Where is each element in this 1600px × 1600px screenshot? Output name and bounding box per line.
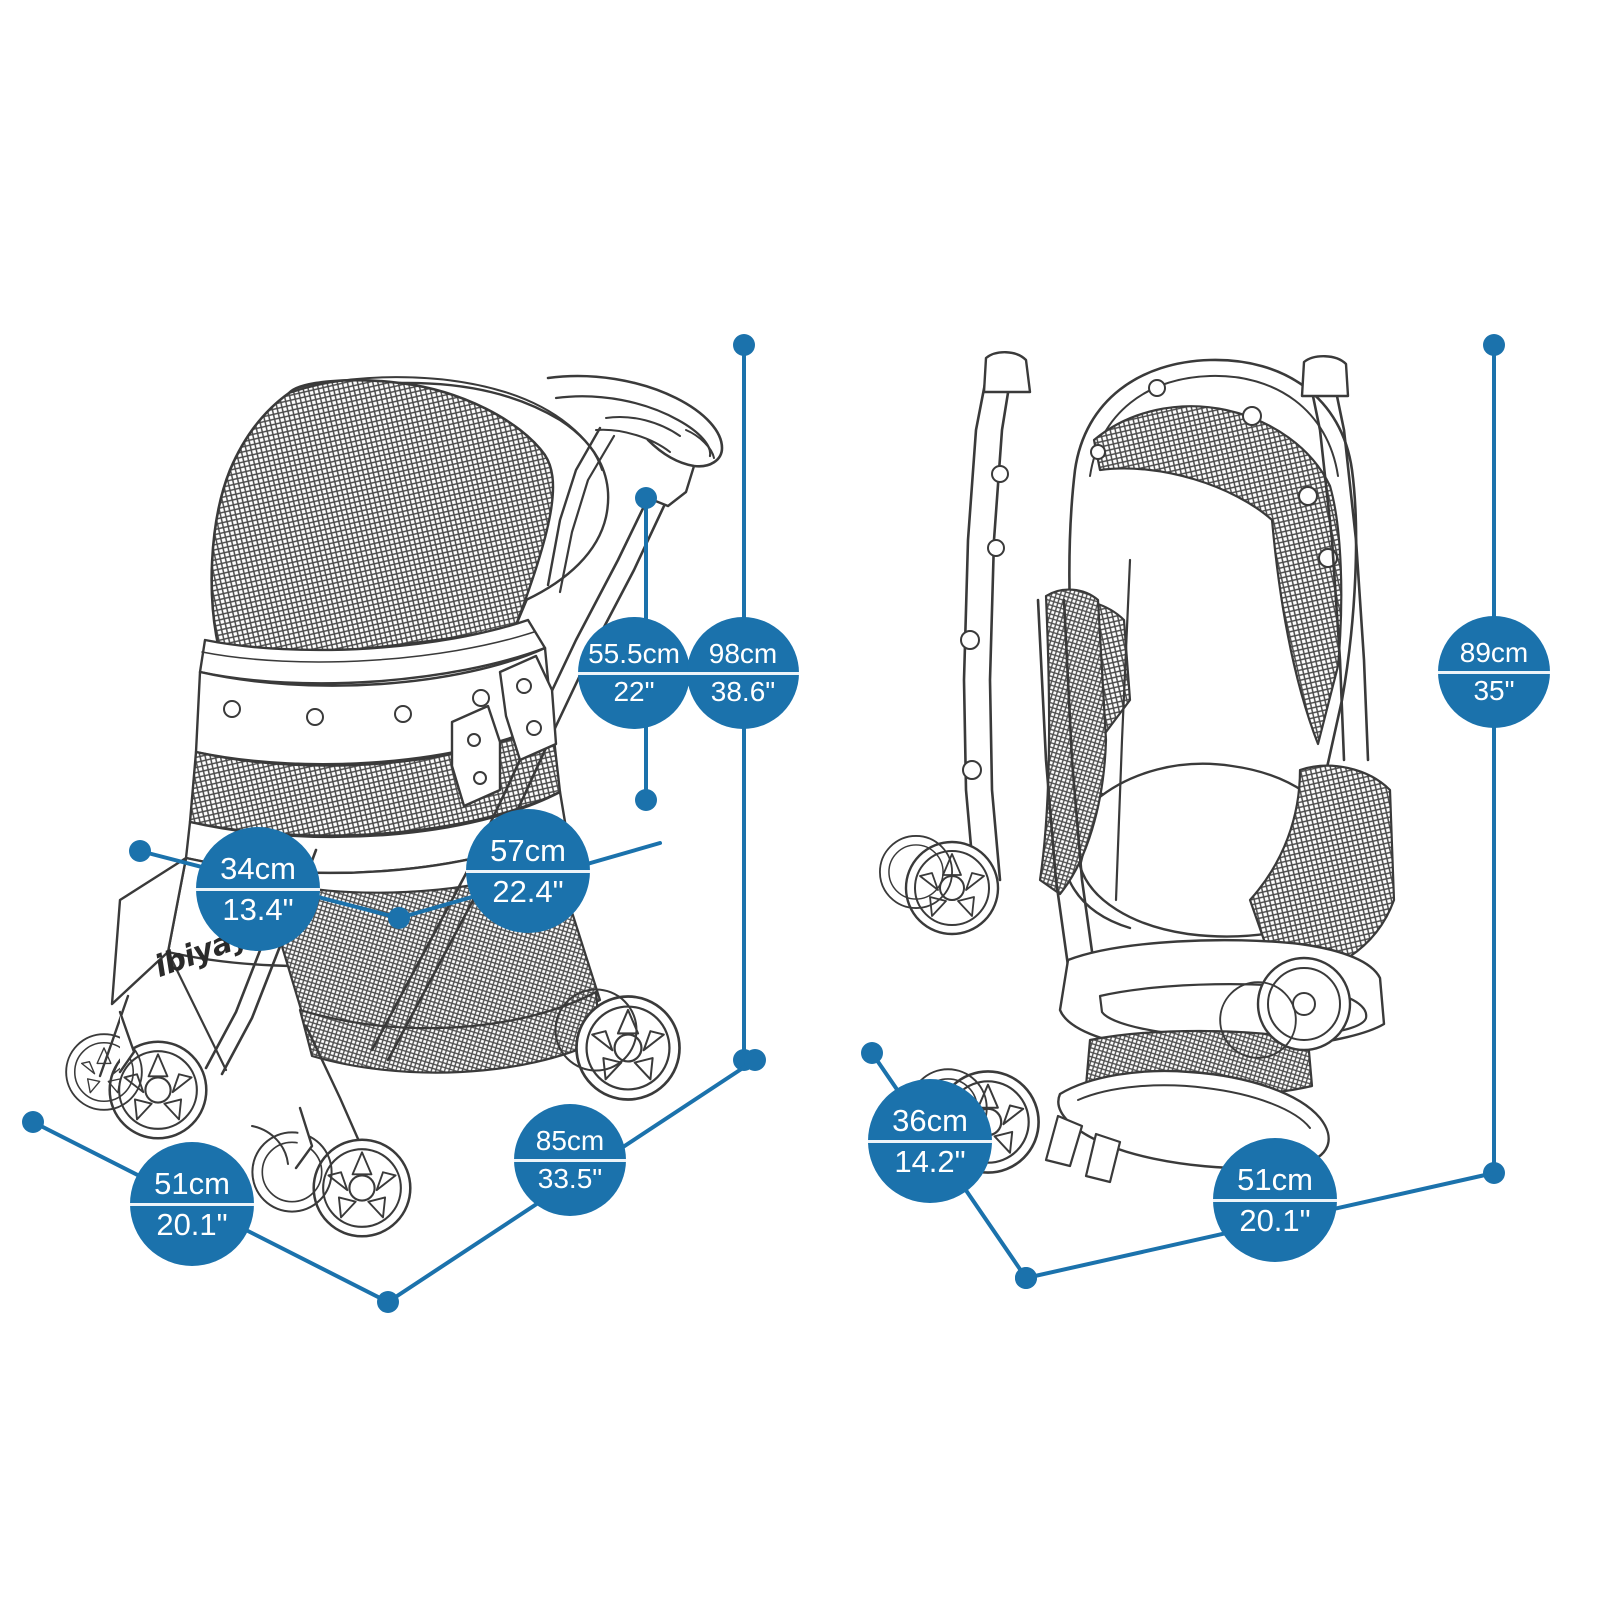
dimension-endpoint-dot: [1483, 334, 1505, 356]
badge-imperial-value: 20.1": [1239, 1202, 1311, 1238]
badge-divider: [868, 1139, 992, 1143]
dimension-endpoint-dot: [129, 840, 151, 862]
badge-imperial-value: 22.4": [492, 873, 564, 909]
badge-divider: [1438, 670, 1550, 674]
dimension-endpoint-dot: [22, 1111, 44, 1133]
badge-divider: [578, 671, 690, 675]
dimension-endpoint-dot: [861, 1042, 883, 1064]
dimension-badge-seat-height: 55.5cm 22": [578, 617, 690, 729]
folded-stroller-drawing: [879, 351, 1396, 1184]
badge-metric-value: 57cm: [490, 832, 566, 868]
badge-imperial-value: 14.2": [894, 1143, 966, 1179]
dimension-badge-cabin-length: 57cm 22.4": [466, 809, 590, 933]
dimension-badge-folded-width: 51cm 20.1": [1213, 1138, 1337, 1262]
dimension-badge-base-width: 51cm 20.1": [130, 1142, 254, 1266]
badge-imperial-value: 22": [613, 675, 655, 707]
dimension-badge-overall-height: 98cm 38.6": [687, 617, 799, 729]
badge-imperial-value: 33.5": [537, 1162, 603, 1194]
badge-imperial-value: 20.1": [156, 1206, 228, 1242]
badge-metric-value: 85cm: [535, 1124, 605, 1156]
badge-imperial-value: 38.6": [710, 675, 776, 707]
dimension-endpoint-dot: [635, 789, 657, 811]
badge-metric-value: 51cm: [1237, 1161, 1313, 1197]
badge-divider: [1213, 1198, 1337, 1202]
badge-metric-value: 98cm: [708, 637, 778, 669]
badge-imperial-value: 13.4": [222, 891, 294, 927]
badge-metric-value: 51cm: [154, 1165, 230, 1201]
badge-metric-value: 36cm: [892, 1102, 968, 1138]
dimension-endpoint-dot: [1015, 1267, 1037, 1289]
badge-divider: [687, 671, 799, 675]
badge-imperial-value: 35": [1473, 674, 1515, 706]
badge-metric-value: 55.5cm: [588, 637, 680, 669]
dimension-endpoint-dot: [388, 907, 410, 929]
badge-metric-value: 34cm: [220, 850, 296, 886]
dimension-line-folded-height: [1483, 334, 1505, 1184]
badge-metric-value: 89cm: [1459, 636, 1529, 668]
dimension-badge-base-length: 85cm 33.5": [514, 1104, 626, 1216]
dimension-endpoint-dot: [744, 1049, 766, 1071]
badge-divider: [466, 869, 590, 873]
dimension-badge-folded-height: 89cm 35": [1438, 616, 1550, 728]
dimension-badge-cabin-width: 34cm 13.4": [196, 827, 320, 951]
badge-divider: [196, 887, 320, 891]
dimension-badge-folded-depth: 36cm 14.2": [868, 1079, 992, 1203]
badge-divider: [514, 1158, 626, 1162]
dimension-endpoint-dot: [635, 487, 657, 509]
badge-divider: [130, 1202, 254, 1206]
dimension-endpoint-dot: [733, 334, 755, 356]
